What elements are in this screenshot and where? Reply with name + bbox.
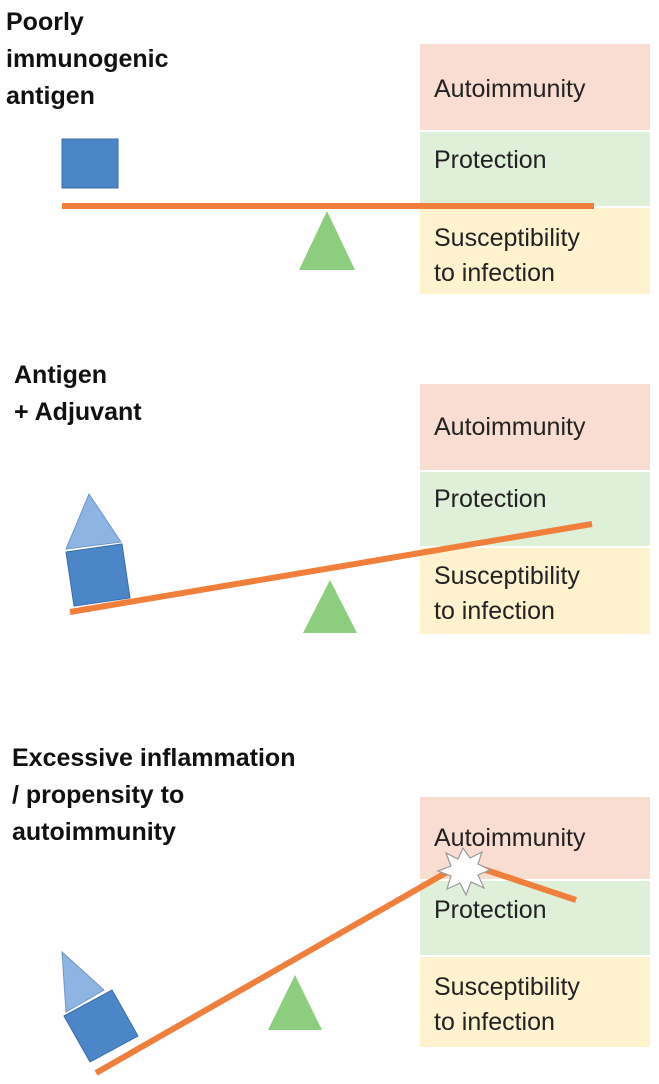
panel-title-line: Poorly [6, 8, 84, 36]
broken-beam-fragment [473, 863, 577, 903]
panel-title-line: + Adjuvant [14, 398, 142, 426]
panel-antigen-adjuvant: Antigen + Adjuvant Autoimmunity Protecti… [14, 361, 650, 634]
susceptibility-label: Susceptibility to infection [434, 973, 587, 1036]
panel-excessive-inflammation: Excessive inflammation / propensity to a… [12, 744, 650, 1076]
autoimmunity-box [420, 384, 650, 470]
seesaw-beam [94, 864, 458, 1076]
susceptibility-box [420, 957, 650, 1047]
protection-box [420, 881, 650, 955]
panel-title: Excessive inflammation / propensity to a… [12, 744, 302, 846]
autoimmunity-label: Autoimmunity [434, 413, 586, 441]
fulcrum-triangle-icon [268, 975, 322, 1030]
panel-title-line: / propensity to [12, 781, 184, 809]
panel-poorly-immunogenic: Poorly immunogenic antigen Autoimmunity … [6, 8, 650, 294]
susceptibility-box [420, 548, 650, 634]
fulcrum-triangle-icon [303, 580, 357, 633]
panel-title: Antigen + Adjuvant [14, 361, 142, 426]
panel-title: Poorly immunogenic antigen [6, 8, 175, 110]
adjuvant-triangle-icon [61, 950, 105, 1013]
antigen-square-icon [65, 543, 131, 607]
autoimmunity-box [420, 44, 650, 130]
autoimmunity-label: Autoimmunity [434, 824, 586, 852]
adjuvant-triangle-icon [65, 492, 122, 550]
panel-title-line: autoimmunity [12, 818, 176, 846]
protection-label: Protection [434, 896, 547, 924]
fulcrum-triangle-icon [299, 211, 355, 270]
antigen-square-icon [63, 989, 139, 1063]
protection-label: Protection [434, 485, 547, 513]
panel-title-line: antigen [6, 82, 95, 110]
burst-icon [436, 846, 492, 897]
protection-box [420, 132, 650, 206]
autoimmunity-label: Autoimmunity [434, 75, 586, 103]
susceptibility-box [420, 208, 650, 294]
antigen-square-icon [61, 138, 119, 189]
panel-title-line: immunogenic [6, 45, 169, 73]
protection-label: Protection [434, 146, 547, 174]
panel-title-line: Excessive inflammation [12, 744, 295, 772]
panel-title-line: Antigen [14, 361, 107, 389]
susceptibility-label: Susceptibility to infection [434, 224, 587, 287]
seesaw-beam [69, 521, 593, 615]
susceptibility-label: Susceptibility to infection [434, 562, 587, 625]
